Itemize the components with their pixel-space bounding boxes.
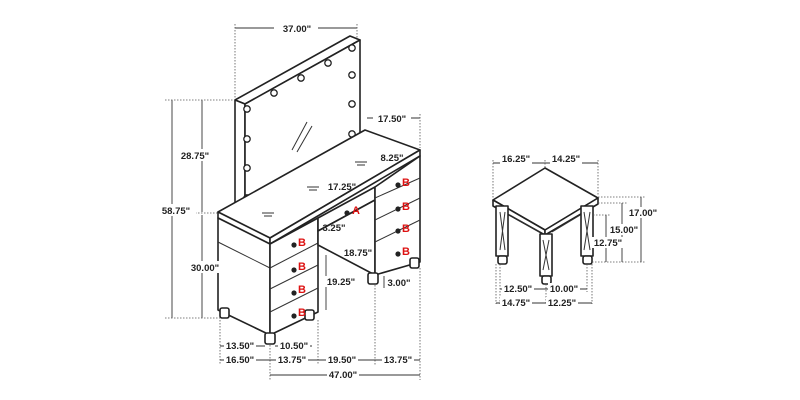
dim-depth: 17.50"	[378, 114, 406, 125]
dim-stool-inner-right: 10.00"	[550, 284, 578, 295]
mirror	[234, 35, 361, 209]
dim-pedestal-inner-width: 10.50"	[280, 341, 308, 352]
vanity-drawing: A B B B B B B B B	[217, 35, 421, 345]
stool-legs	[495, 205, 594, 285]
dim-stool-top-right: 14.25"	[552, 154, 580, 165]
part-label-b: B	[402, 246, 410, 258]
dim-leg-height: 3.00"	[388, 278, 411, 289]
dim-left-pedestal-width: 13.75"	[278, 355, 306, 366]
dim-drawer-width: 8.25"	[381, 153, 404, 164]
dim-side-inner-depth: 13.50"	[226, 341, 254, 352]
dim-right-pedestal-width: 13.75"	[384, 355, 412, 366]
dim-stool-inner-left: 12.50"	[504, 284, 532, 295]
dim-knee-height: 19.25"	[327, 277, 355, 288]
dim-total-height: 58.75"	[162, 206, 190, 217]
dim-stool-outer-left: 14.75"	[502, 298, 530, 309]
dim-mirror-width: 37.00"	[283, 24, 311, 35]
part-label-b: B	[402, 201, 410, 213]
right-pedestal	[374, 155, 421, 276]
part-label-b: B	[298, 237, 306, 249]
part-label-a: A	[352, 205, 360, 217]
drawer-knobs	[291, 182, 401, 319]
part-labels: A B B B B B B B B	[298, 177, 410, 319]
stool-dimension-labels: 16.25" 14.25" 17.00" 15.00" 12.75" 12.50…	[500, 153, 658, 309]
dim-center-drawer-height: 3.25"	[323, 223, 346, 234]
dim-stool-apron-height: 15.00"	[610, 225, 638, 236]
dim-mirror-height: 28.75"	[181, 151, 209, 162]
dim-stool-outer-right: 12.25"	[548, 298, 576, 309]
vanity-dimension-labels: 37.00" 17.50" 8.25" 17.25" 28.75" 58.75"…	[158, 22, 414, 381]
dim-stool-leg-inner-height: 12.75"	[594, 238, 622, 249]
part-label-b: B	[298, 307, 306, 319]
dim-knee-depth: 18.75"	[344, 248, 372, 259]
part-label-b: B	[402, 177, 410, 189]
dim-desk-height: 30.00"	[191, 263, 219, 274]
dim-knee-width: 19.50"	[328, 355, 356, 366]
part-label-b: B	[402, 223, 410, 235]
dim-stool-top-left: 16.25"	[502, 154, 530, 165]
part-label-b: B	[298, 284, 306, 296]
stool-drawing	[492, 167, 599, 285]
dim-side-depth: 16.50"	[226, 355, 254, 366]
dim-center-drawer-width: 17.25"	[328, 182, 356, 193]
dim-stool-total-height: 17.00"	[629, 208, 657, 219]
dim-total-width: 47.00"	[329, 370, 357, 381]
part-label-b: B	[298, 261, 306, 273]
